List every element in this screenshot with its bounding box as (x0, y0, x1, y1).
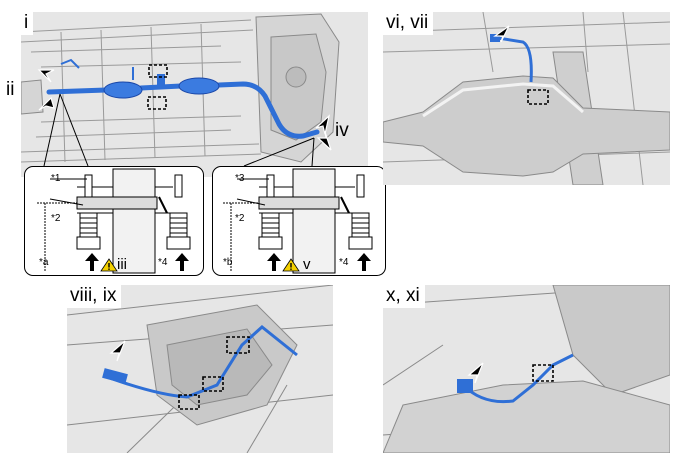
dashed-box-icon (147, 96, 167, 110)
panel-label: vi, vii (383, 12, 434, 35)
warning-icon (282, 258, 300, 272)
arrow-icon (37, 69, 55, 83)
warning-icon (100, 258, 118, 272)
arrow-icon (493, 25, 510, 43)
sensor-illustration (383, 285, 670, 453)
panel-bottom-right: x, xi (383, 285, 670, 453)
arrow-icon (85, 253, 99, 271)
callout-right: *4 (158, 257, 168, 268)
bolt-detail-drawing (37, 168, 191, 274)
sensor-illustration (67, 285, 333, 453)
converter-illustration (383, 12, 670, 185)
arrow-icon (175, 253, 189, 271)
side-label-left: ii (6, 79, 15, 100)
arrow-icon (316, 131, 332, 151)
callout-right: *4 (339, 257, 349, 268)
dashed-box-icon (226, 336, 250, 354)
callout-code: *b (223, 257, 233, 268)
dashed-box-icon (532, 364, 554, 382)
arrow-icon (315, 114, 331, 135)
callout-top: *3 (235, 173, 245, 184)
panel-top-right: vi, vii (383, 12, 670, 185)
underbody-illustration (21, 13, 340, 163)
step-number: v (303, 256, 311, 273)
dashed-box-icon (202, 376, 224, 392)
dashed-box-icon (527, 89, 549, 105)
arrow-icon (109, 340, 126, 362)
step-number: iii (117, 256, 127, 273)
arrow-icon (467, 362, 484, 384)
dashed-box-icon (178, 394, 200, 410)
arrow-icon (267, 253, 281, 271)
detail-inset-b: *3 *2 *b v *4 (212, 166, 386, 276)
panel-label: i (21, 12, 34, 35)
callout-top: *1 (51, 173, 61, 184)
side-label-right: iv (335, 120, 349, 141)
callout-code: *a (39, 257, 49, 268)
arrow-icon (357, 253, 371, 271)
panel-label: x, xi (383, 285, 425, 308)
panel-overview: i (21, 12, 368, 177)
detail-inset-a: *1 *2 *a iii *4 (24, 166, 204, 276)
panel-label: viii, ix (67, 285, 122, 308)
panel-bottom-left: viii, ix (67, 285, 333, 453)
callout-mid: *2 (51, 213, 61, 224)
callout-mid: *2 (235, 213, 245, 224)
bolt-detail-drawing (223, 168, 373, 274)
